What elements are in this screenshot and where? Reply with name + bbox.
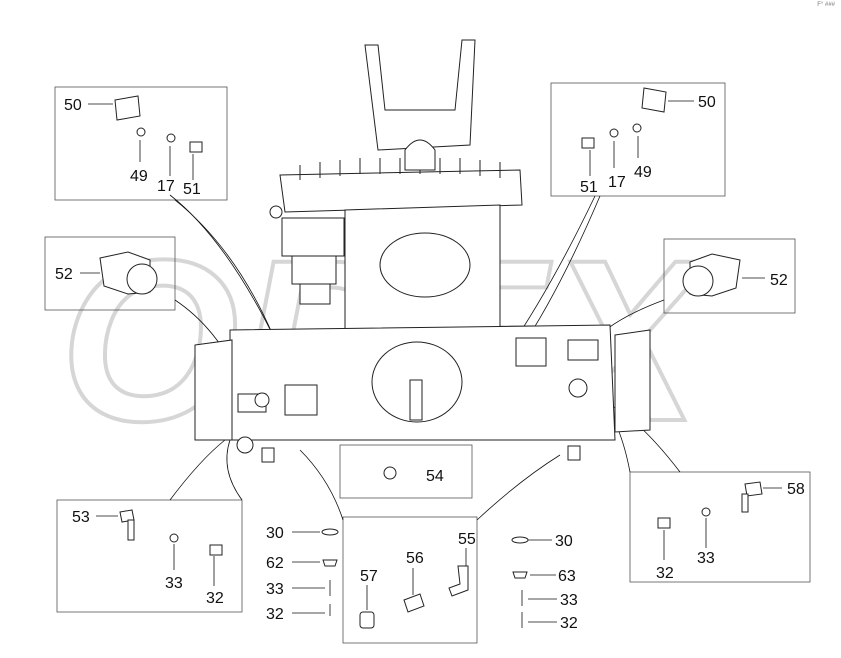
callout-32-center-left: 32 [266, 606, 284, 623]
callout-50-top-left: 50 [64, 97, 82, 114]
detail-box-top-left [54, 86, 228, 201]
callout-54-center: 54 [426, 468, 444, 485]
callout-30-center-right: 30 [555, 533, 573, 550]
callout-33-bottom-left: 33 [165, 575, 183, 592]
callout-55-bottom-center: 55 [458, 531, 476, 548]
corner-mark: F° ### [817, 2, 835, 8]
callout-32-bottom-right: 32 [656, 565, 674, 582]
callout-53-bottom-left: 53 [72, 509, 90, 526]
callout-33-center-left: 33 [266, 581, 284, 598]
detail-box-right [663, 238, 796, 314]
detail-bottom-center-parts [359, 548, 469, 629]
callout-32-center-right: 32 [560, 615, 578, 632]
callout-17-top-right: 17 [608, 174, 626, 191]
detail-top-right-parts [581, 87, 694, 176]
detail-box-bottom-center [342, 516, 478, 644]
detail-left-parts [80, 251, 158, 295]
callout-17-top-left: 17 [157, 178, 175, 195]
callout-63-center-right: 63 [558, 568, 576, 585]
detail-box-bottom-right [629, 471, 811, 583]
detail-box-center [339, 444, 473, 499]
callout-33-center-right: 33 [560, 592, 578, 609]
detail-center-right-parts [511, 536, 557, 628]
callout-51-top-right: 51 [580, 179, 598, 196]
detail-right-parts [682, 253, 765, 297]
callout-58-bottom-right: 58 [787, 481, 805, 498]
main-assembly [194, 39, 651, 480]
detail-top-left-parts [88, 95, 203, 180]
detail-center-left-parts [292, 528, 339, 616]
callout-32-bottom-left: 32 [206, 590, 224, 607]
detail-bottom-left-parts [96, 509, 223, 586]
callout-49-top-left: 49 [130, 168, 148, 185]
callout-49-top-right: 49 [634, 164, 652, 181]
callout-57-bottom-center: 57 [360, 568, 378, 585]
callout-33-bottom-right: 33 [697, 550, 715, 567]
callout-50-top-right: 50 [698, 94, 716, 111]
callout-56-bottom-center: 56 [406, 550, 424, 567]
callout-30-center-left: 30 [266, 525, 284, 542]
callout-51-top-left: 51 [183, 181, 201, 198]
detail-box-bottom-left [56, 499, 243, 613]
detail-box-top-right [550, 82, 726, 197]
detail-box-left [44, 236, 176, 311]
callout-labels: 50 49 17 51 50 51 17 49 52 52 54 53 33 3… [55, 94, 805, 632]
callout-52-left: 52 [55, 266, 73, 283]
callout-62-center-left: 62 [266, 555, 284, 572]
detail-bottom-right-parts [657, 481, 782, 560]
callout-52-right: 52 [770, 272, 788, 289]
